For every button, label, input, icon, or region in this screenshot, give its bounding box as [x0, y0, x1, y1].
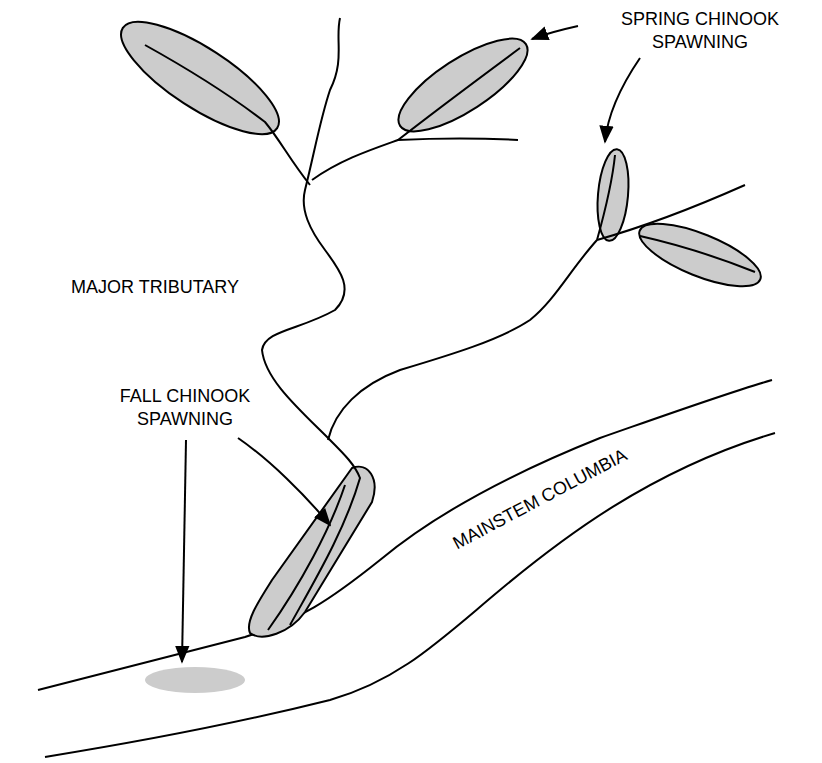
- tributary: [328, 240, 597, 440]
- leader-arrow: [182, 440, 186, 662]
- tributary: [597, 155, 615, 240]
- river-bank: [38, 380, 772, 690]
- spawning-area: [632, 211, 768, 299]
- region-label: MAJOR TRIBUTARY: [40, 276, 270, 299]
- spawning-area: [594, 148, 632, 242]
- spawning-area: [386, 22, 540, 147]
- callout-label: FALL CHINOOK SPAWNING: [110, 385, 260, 430]
- tributary: [640, 236, 755, 272]
- tributary: [145, 45, 310, 185]
- leader-arrow: [605, 58, 640, 142]
- tributary: [312, 48, 520, 180]
- tributary: [398, 139, 518, 141]
- spawning-area: [145, 667, 245, 693]
- tributary: [268, 485, 345, 630]
- tributary: [597, 185, 745, 240]
- tributary: [262, 18, 360, 625]
- callout-label: SPRING CHINOOK SPAWNING: [600, 8, 800, 53]
- leader-arrow: [532, 26, 578, 39]
- river-bank: [45, 433, 775, 757]
- leader-arrow: [238, 438, 330, 525]
